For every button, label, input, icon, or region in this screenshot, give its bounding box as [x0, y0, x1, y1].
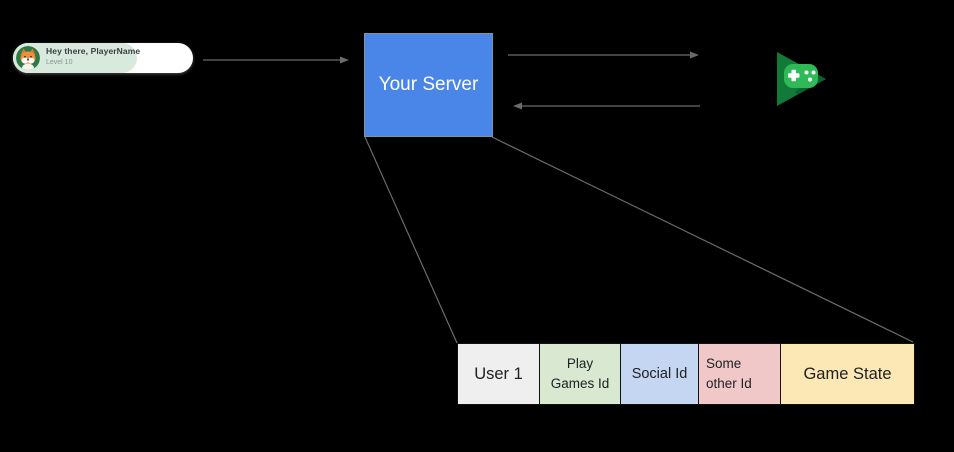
player-card-texts: Hey there, PlayerName Level 10: [46, 46, 141, 67]
table-cell-game-state: Game State: [780, 343, 915, 405]
arrow-server-to-playgames: [508, 51, 699, 59]
player-level-text: Level 10: [46, 58, 73, 66]
arrowhead-right-icon: [690, 51, 699, 59]
server-box: Your Server: [364, 33, 493, 137]
table-cell-some-other-id: Some other Id: [698, 343, 780, 405]
table-cell-play-games-id: Play Games Id: [539, 343, 620, 405]
player-greeting-text: Hey there, PlayerName: [46, 46, 141, 56]
arrowhead-right-icon: [340, 56, 349, 64]
arrow-playgames-to-server: [513, 102, 700, 110]
table-cell-social-id: Social Id: [620, 343, 698, 405]
arrowhead-left-icon: [513, 102, 522, 110]
line-server-to-table-left: [364, 136, 458, 344]
fox-avatar-icon: [16, 46, 40, 70]
gamepad-icon: [784, 64, 818, 88]
player-greeting-card: Hey there, PlayerName Level 10: [13, 43, 193, 73]
table-cell-user: User 1: [457, 343, 539, 405]
arrow-player-to-server: [203, 56, 349, 64]
line-server-to-table-right: [491, 136, 914, 343]
user-record-table: User 1 Play Games Id Social Id Some othe…: [457, 343, 915, 405]
google-play-games-icon: [775, 50, 829, 108]
server-label: Your Server: [378, 74, 479, 95]
